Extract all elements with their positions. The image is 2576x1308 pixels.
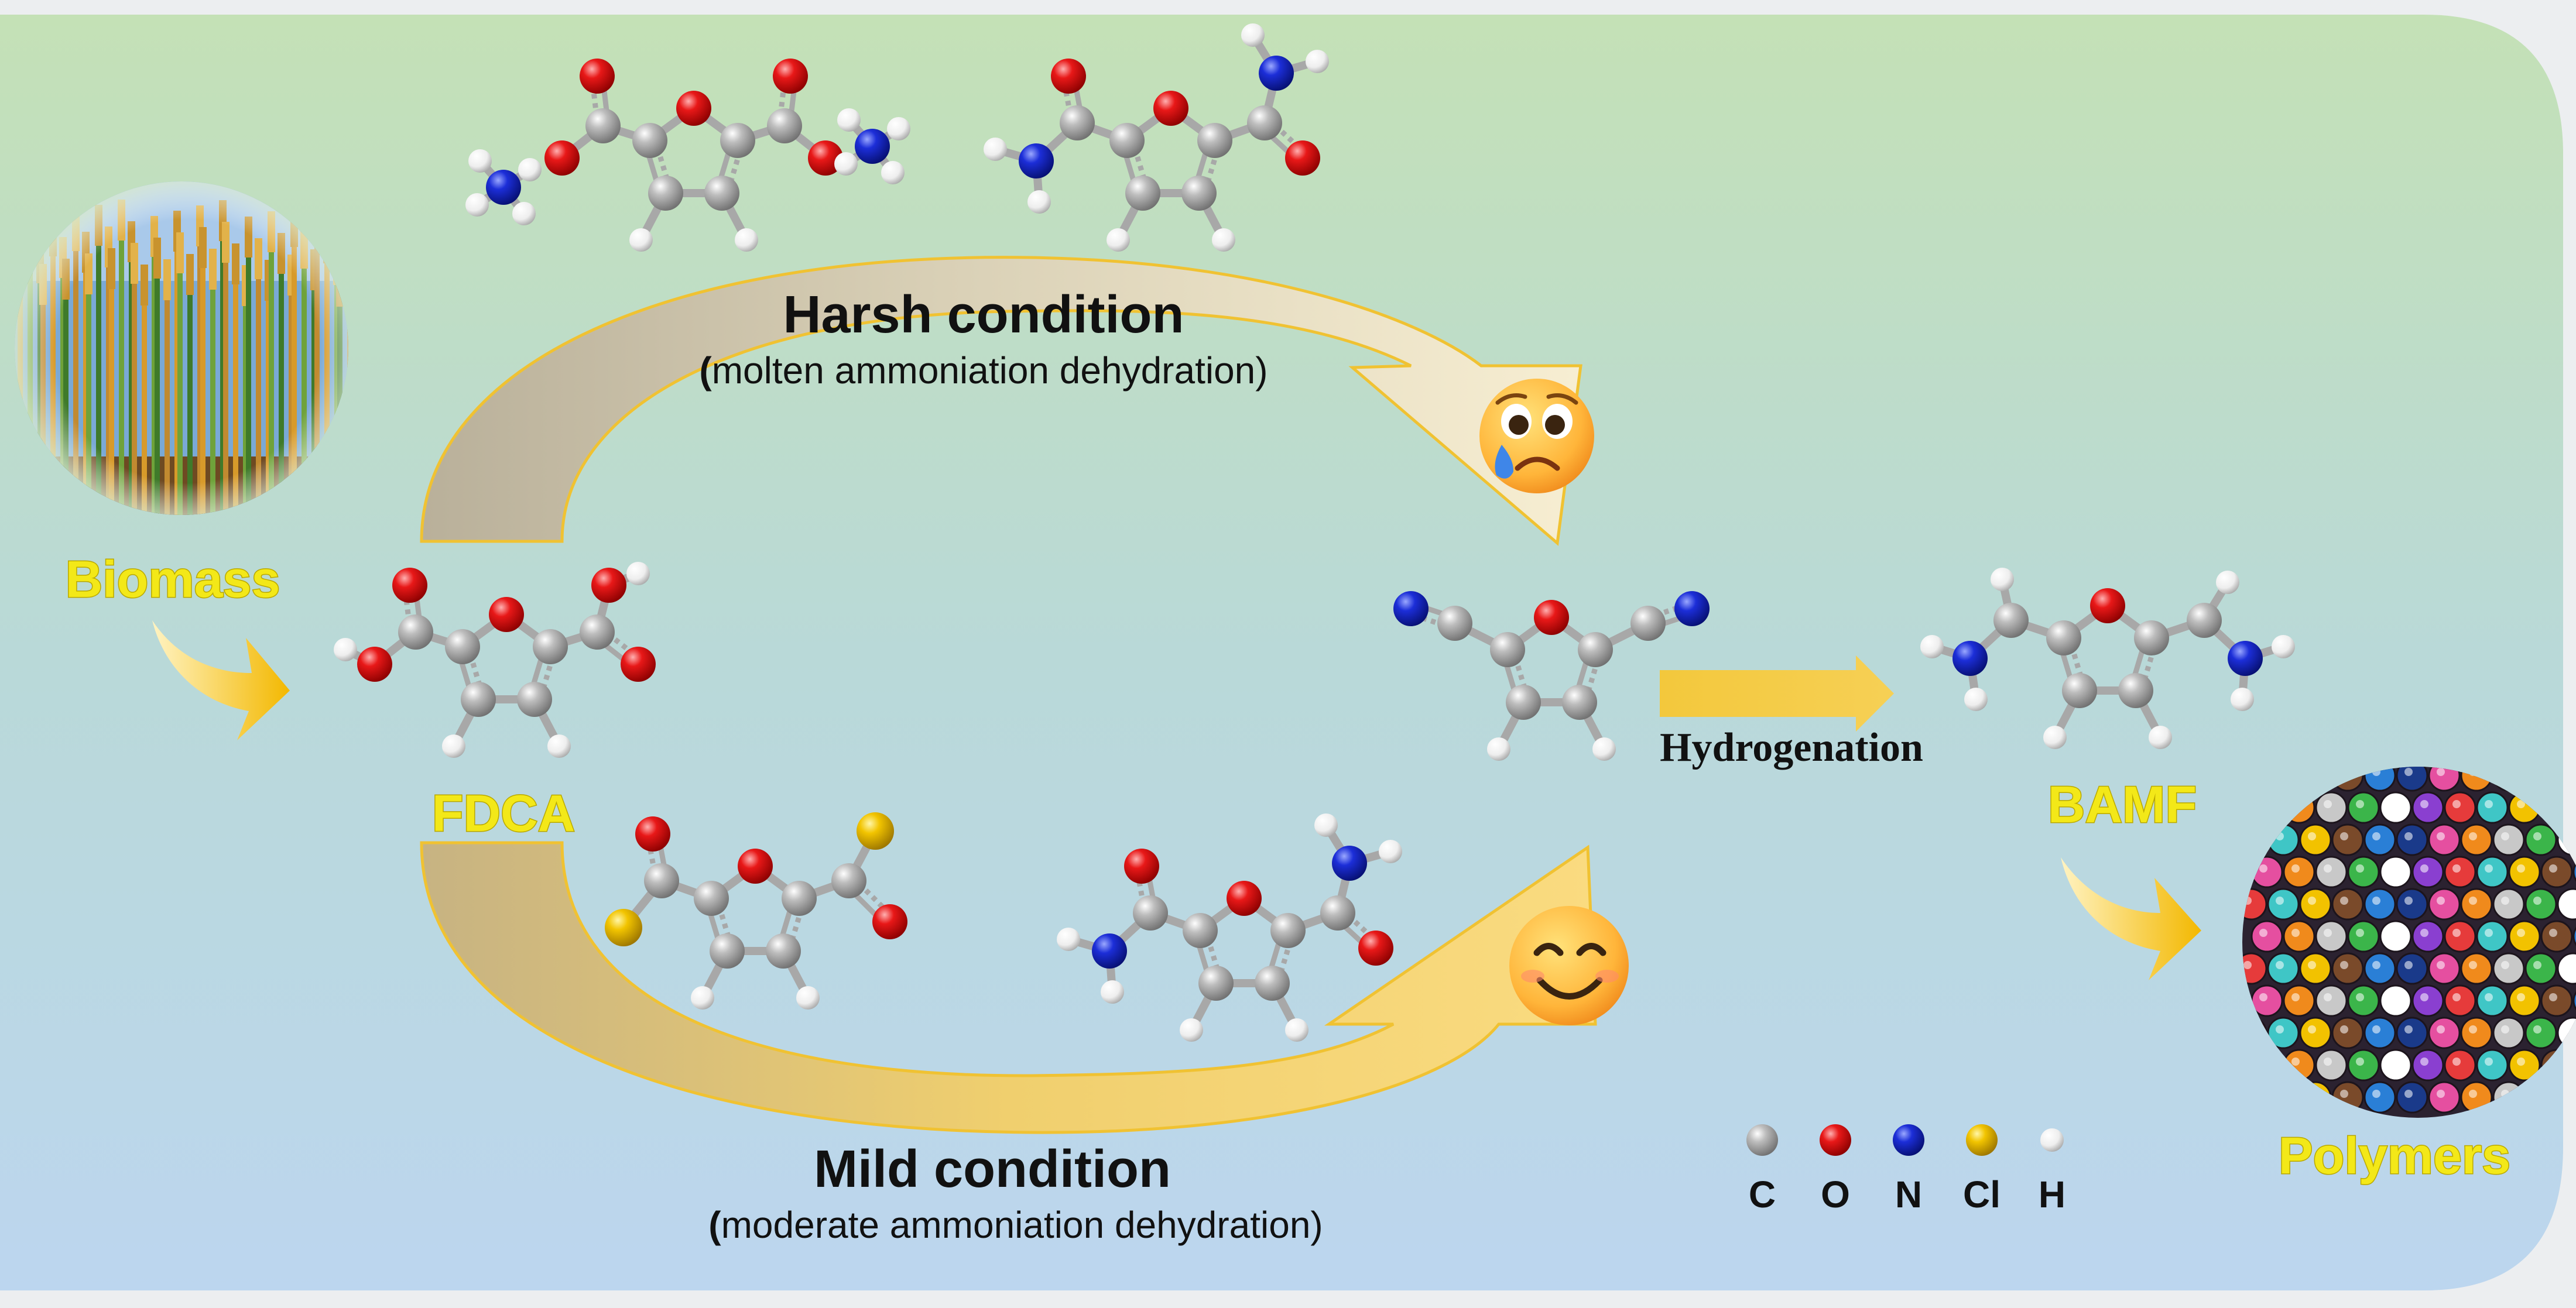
sad-crying-face-icon [1479,379,1594,493]
mild-condition-arrow [420,841,1597,1134]
legend-label-n: N [1895,1173,1922,1216]
legend-atom-cl [1966,1124,1998,1156]
hydrogenation-label: Hydrogenation [1660,725,1923,770]
harsh-condition-subtitle: (molten ammoniation dehydration) [699,349,1268,392]
diamide-molecule-bottom [1057,813,1402,1042]
legend-item-n: N [1893,1124,1924,1216]
legend-atom-n [1893,1124,1924,1156]
biomass-label: Biomass [66,550,280,608]
diamide-molecule-top [984,23,1329,252]
ammonium-salt-molecule [544,59,843,252]
harsh-condition-title: Harsh condition [783,286,1184,344]
biomass-to-fdca-arrow [152,620,290,740]
bamf-molecule [1920,568,2295,749]
legend-item-h: H [2039,1128,2065,1216]
biomass-image [15,181,348,515]
dicyanofuran-molecule [1393,591,1710,761]
bamf-label: BAMF [2048,775,2197,833]
smiling-face-icon [1509,906,1629,1025]
legend-atom-c [1746,1124,1778,1156]
legend-atom-h [2040,1128,2064,1152]
acyl-chloride-molecule [605,812,907,1010]
legend-item-o: O [1820,1124,1851,1216]
fdca-label: FDCA [432,784,575,842]
harsh-condition-arrow [420,256,1582,546]
ammonium-ion-left [465,149,542,225]
mild-condition-title: Mild condition [814,1140,1171,1199]
legend-label-o: O [1821,1173,1850,1216]
legend-item-c: C [1746,1124,1778,1216]
ammonium-ion-right [834,108,910,184]
legend-label-h: H [2039,1173,2065,1216]
legend-label-cl: Cl [1963,1173,2000,1216]
polymers-label: Polymers [2279,1127,2510,1185]
atom-legend: C O N Cl H [1746,1124,2065,1216]
fdca-molecule [334,562,656,758]
mild-condition-subtitle: (moderate ammoniation dehydration) [708,1204,1323,1246]
legend-item-cl: Cl [1963,1124,2000,1216]
bamf-to-polymers-arrow [2061,857,2201,980]
hydrogenation-arrow [1660,655,1894,732]
legend-label-c: C [1749,1173,1776,1216]
molecule-models [334,23,2295,1042]
legend-atom-o [1820,1124,1851,1156]
